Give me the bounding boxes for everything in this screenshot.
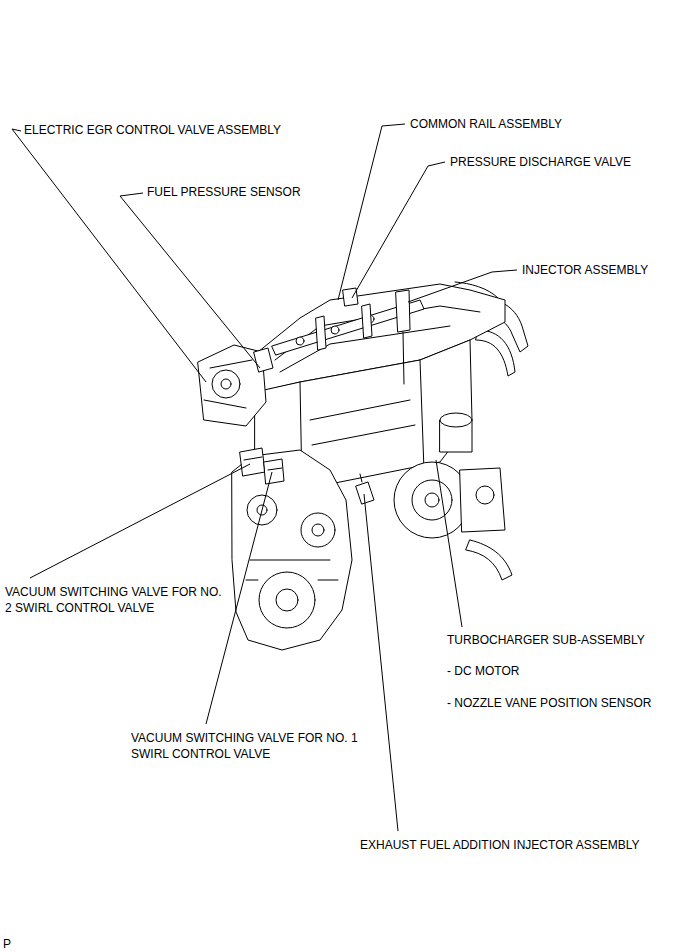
part-label: INJECTOR ASSEMBLY bbox=[522, 262, 648, 278]
part-label: VACUUM SWITCHING VALVE FOR NO. 2 SWIRL C… bbox=[5, 584, 227, 616]
vacuum-switching-valve bbox=[240, 448, 265, 476]
egr-valve bbox=[221, 379, 231, 389]
leader-line bbox=[338, 124, 405, 300]
crank-pulley bbox=[276, 589, 298, 611]
leader-line bbox=[120, 193, 260, 368]
engine-drawing bbox=[198, 282, 528, 650]
part-label: - DC MOTOR bbox=[447, 663, 519, 679]
injector bbox=[316, 316, 326, 350]
exhaust-fuel-injector bbox=[360, 474, 362, 482]
cover-rib bbox=[246, 560, 338, 580]
leader-lines bbox=[12, 124, 517, 831]
turbo-housing bbox=[425, 493, 439, 507]
pipe bbox=[476, 330, 515, 376]
timing-cover bbox=[232, 450, 352, 650]
egr-valve bbox=[212, 370, 240, 398]
crank-pulley bbox=[259, 572, 315, 628]
fuel-pressure-sensor bbox=[254, 348, 273, 372]
part-label: - NOZZLE VANE POSITION SENSOR bbox=[447, 695, 651, 711]
part-label: PRESSURE DISCHARGE VALVE bbox=[450, 154, 631, 170]
dc-motor bbox=[440, 413, 472, 427]
part-label: EXHAUST FUEL ADDITION INJECTOR ASSEMBLY bbox=[360, 837, 640, 853]
leader-line bbox=[12, 129, 206, 382]
rail-port bbox=[296, 337, 304, 345]
part-label: COMMON RAIL ASSEMBLY bbox=[410, 116, 562, 132]
leader-line bbox=[30, 464, 250, 578]
vacuum-switching-valve bbox=[264, 459, 284, 484]
part-label: FUEL PRESSURE SENSOR bbox=[147, 184, 301, 200]
figure-code: P bbox=[3, 936, 11, 952]
block-rib bbox=[310, 400, 415, 445]
leader-line bbox=[408, 270, 517, 302]
leader-line bbox=[436, 460, 462, 627]
rail-port bbox=[331, 326, 339, 334]
pulley bbox=[312, 524, 324, 536]
turbo-housing bbox=[394, 462, 470, 538]
part-label: VACUUM SWITCHING VALVE FOR NO. 1 SWIRL C… bbox=[131, 730, 359, 762]
valve-detail bbox=[244, 457, 282, 470]
exhaust-pipe bbox=[466, 540, 512, 580]
pulley bbox=[301, 513, 335, 547]
nozzle-vane-sensor bbox=[476, 486, 494, 504]
injector bbox=[362, 304, 372, 338]
turbo-outlet bbox=[460, 468, 505, 532]
leader-line bbox=[352, 162, 445, 298]
injector-pipe bbox=[403, 332, 404, 384]
injector bbox=[396, 290, 410, 332]
turbo-housing bbox=[412, 480, 452, 520]
egr-valve bbox=[204, 360, 252, 408]
leader-line bbox=[364, 494, 398, 831]
part-label: ELECTRIC EGR CONTROL VALVE ASSEMBLY bbox=[24, 122, 281, 138]
part-label: TURBOCHARGER SUB-ASSEMBLY bbox=[447, 632, 645, 648]
